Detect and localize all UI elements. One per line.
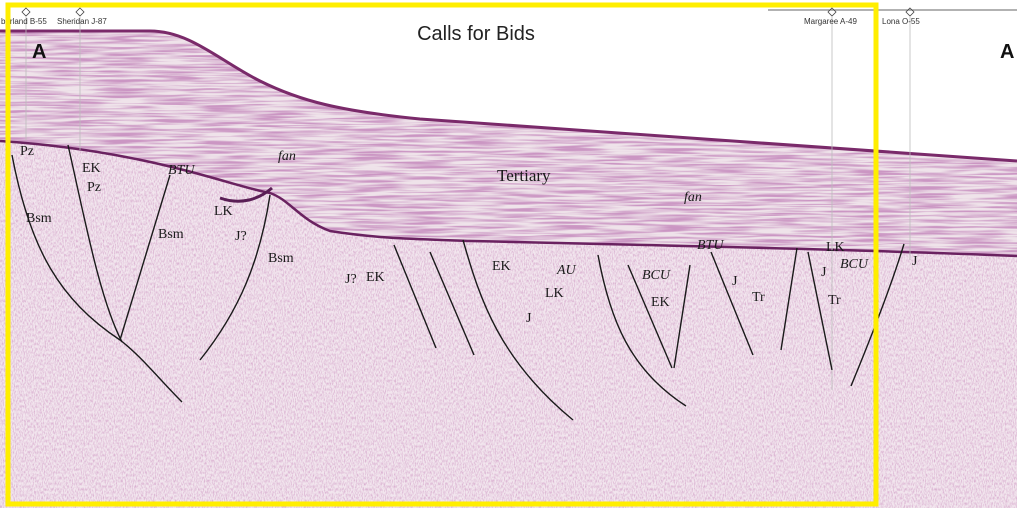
unit-label: Tr [828,293,841,308]
unit-label: J [912,254,918,269]
unit-label: BTU [697,238,724,253]
unit-label: J [821,265,827,280]
unit-label: J? [345,272,357,287]
unit-label: J [526,311,532,326]
section-end-label: A [1000,41,1014,63]
well-label-margaree: Margaree A-49 [804,17,857,26]
unit-label: EK [492,259,511,274]
unit-label: EK [82,161,101,176]
unit-label: Pz [20,144,34,159]
unit-label: Bsm [158,227,184,242]
unit-label: J? [235,229,247,244]
unit-label: EK [366,270,385,285]
unit-label: J [732,274,738,289]
unit-label: BCU [642,268,671,283]
calls-for-bids-title: Calls for Bids [417,23,535,45]
unit-label: fan [684,190,702,205]
unit-label: Pz [87,180,101,195]
unit-label: Bsm [268,251,294,266]
well-label-sheridan: Sheridan J-87 [57,17,107,26]
unit-label: BTU [168,163,195,178]
unit-label: Tr [752,290,765,305]
unit-label: LK [826,240,845,255]
unit-label: AU [556,263,577,278]
unit-label: LK [214,204,233,219]
section-start-label: A [32,41,46,63]
unit-label: Tertiary [497,166,551,185]
unit-label: Bsm [26,211,52,226]
unit-label: BCU [840,257,869,272]
unit-label: fan [278,149,296,164]
unit-label: LK [545,286,564,301]
unit-label: EK [651,295,670,310]
well-label-lona: Lona O-55 [882,17,920,26]
